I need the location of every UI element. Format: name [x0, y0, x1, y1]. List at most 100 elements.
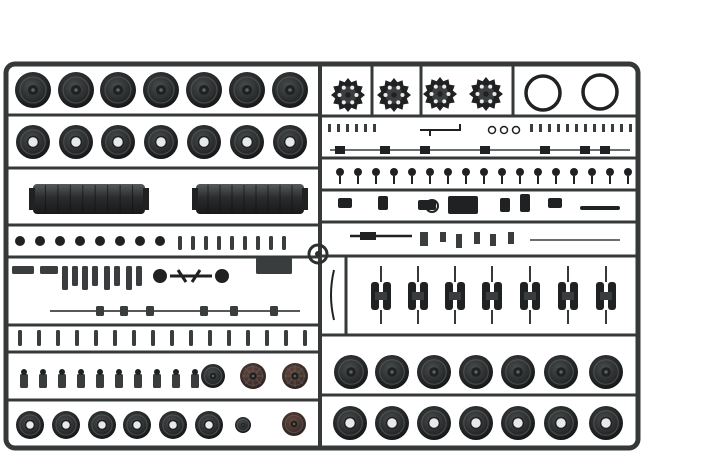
road-wheel [417, 355, 451, 389]
rod-fitting [270, 306, 278, 316]
track-link [558, 266, 578, 324]
fitting-part [338, 198, 352, 208]
road-wheel [229, 72, 265, 108]
valve-part [172, 374, 180, 388]
detail-part [539, 124, 542, 132]
bracket-part [40, 266, 58, 274]
clip-part [440, 232, 446, 242]
road-wheel [52, 411, 80, 439]
track-link [596, 266, 616, 324]
fitting-part [520, 194, 530, 212]
bracket-part [136, 266, 142, 286]
road-wheel [16, 411, 44, 439]
valve-part [153, 374, 161, 388]
bracket-part [62, 266, 68, 290]
bracket-part [12, 266, 34, 274]
track-link [371, 266, 391, 324]
pin-part [243, 236, 247, 250]
bolt-part [75, 236, 85, 246]
road-wheel [195, 411, 223, 439]
valve-part [115, 374, 123, 388]
post-part [189, 330, 193, 346]
fitting-part [448, 196, 478, 214]
drive-sprocket [423, 77, 457, 111]
road-wheel [58, 72, 94, 108]
pin-part [204, 236, 208, 250]
pin-part [269, 236, 273, 250]
idler-ring [524, 74, 562, 112]
road-wheel [101, 125, 135, 159]
hook-part [330, 269, 335, 321]
track-link [520, 266, 540, 324]
post-part [75, 330, 79, 346]
detail-part [337, 124, 340, 132]
linkage-part [170, 269, 212, 283]
track-link [445, 266, 465, 324]
fitting-part [580, 206, 620, 210]
road-wheel [544, 406, 578, 440]
pin-head [588, 168, 596, 176]
rod-fitting [230, 306, 238, 316]
bracket-part [72, 266, 78, 286]
track-links [371, 266, 616, 324]
valve-part [134, 374, 142, 388]
drive-sprocket [469, 77, 503, 111]
clip-part [474, 232, 480, 244]
post-part [151, 330, 155, 346]
detail-part [364, 124, 367, 132]
post-part [303, 330, 307, 346]
valve-part [96, 374, 104, 388]
valve-part [191, 374, 199, 388]
pin-part [191, 236, 195, 250]
pin-head [444, 168, 452, 176]
road-wheel [201, 364, 225, 388]
idler-rings [524, 73, 619, 112]
bolt-part [55, 236, 65, 246]
road-wheel [143, 72, 179, 108]
right-runners [320, 114, 638, 397]
detail-part [602, 124, 605, 132]
road-wheel [544, 355, 578, 389]
road-wheels [15, 72, 623, 440]
road-wheel [187, 125, 221, 159]
drive-sprockets [331, 77, 503, 112]
road-wheel [235, 417, 251, 433]
cylinder-drum [29, 184, 149, 214]
road-wheel [144, 125, 178, 159]
road-wheel [501, 355, 535, 389]
detail-parts [328, 124, 632, 321]
drive-sprocket [377, 78, 411, 112]
post-part [132, 330, 136, 346]
road-wheel [240, 363, 266, 389]
track-link [482, 266, 502, 324]
small-parts [12, 236, 307, 388]
rod-fitting [200, 306, 208, 316]
detail-part [373, 124, 376, 132]
pin-head [570, 168, 578, 176]
post-part [94, 330, 98, 346]
fitting-part [500, 198, 510, 212]
clip-part [490, 234, 496, 246]
detail-part [346, 124, 349, 132]
bracket-part [126, 266, 132, 290]
road-wheel [159, 411, 187, 439]
knob-part [153, 269, 167, 283]
detail-part [575, 124, 578, 132]
pin-head [426, 168, 434, 176]
road-wheel [88, 411, 116, 439]
valve-part [58, 374, 66, 388]
bolt-part [115, 236, 125, 246]
road-wheel [100, 72, 136, 108]
valve-part [39, 374, 47, 388]
road-wheel [230, 125, 264, 159]
drive-sprocket [331, 78, 365, 112]
detail-part [593, 124, 596, 132]
idler-ring [581, 73, 619, 111]
bolt-part [135, 236, 145, 246]
pin-head [516, 168, 524, 176]
post-part [37, 330, 41, 346]
pin-head [408, 168, 416, 176]
post-part [18, 330, 22, 346]
valve-part [20, 374, 28, 388]
detail-part [584, 124, 587, 132]
